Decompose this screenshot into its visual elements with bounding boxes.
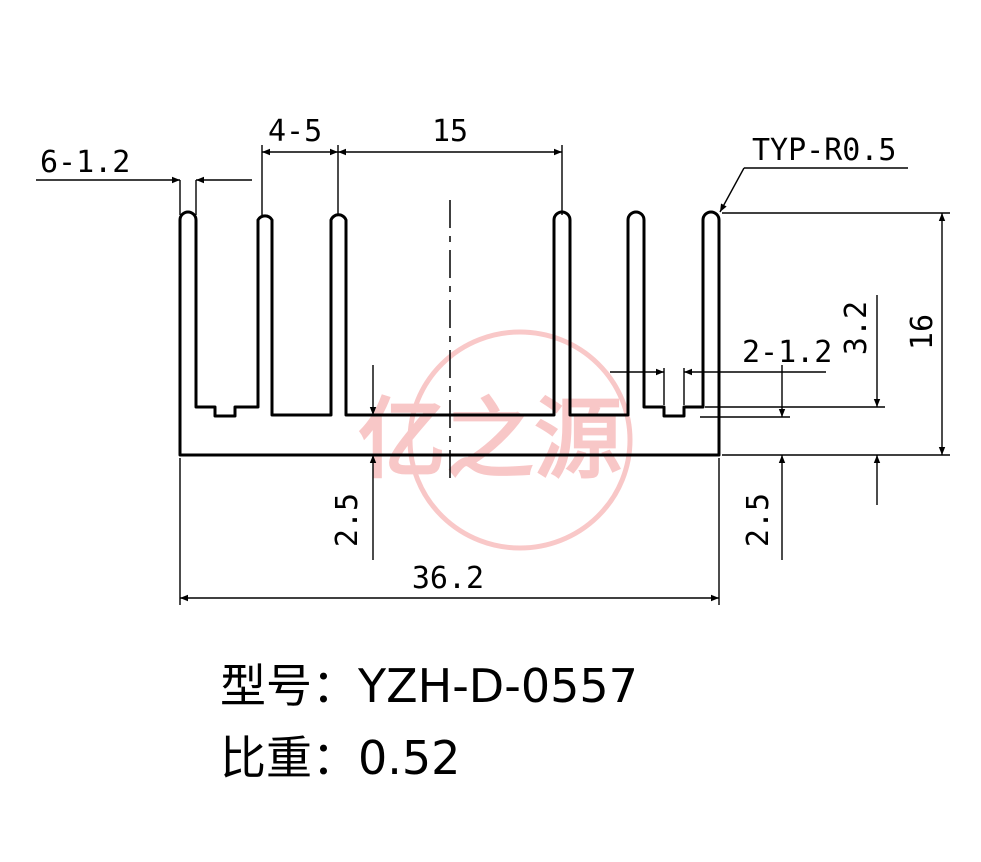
- weight-line: 比重：0.52: [220, 722, 460, 788]
- dim-corner-radius: TYP-R0.5: [752, 133, 897, 168]
- dim-fin-count-thickness: 6-1.2: [40, 145, 130, 180]
- model-value: YZH-D-0557: [358, 659, 638, 713]
- model-line: 型号：YZH-D-0557: [220, 650, 638, 716]
- dim-base-thickness-left: 2.5: [330, 493, 365, 547]
- weight-label: 比重：: [220, 731, 358, 785]
- dim-total-width: 36.2: [412, 561, 484, 596]
- dim-center-gap: 15: [432, 114, 468, 149]
- dim-fin-gap: 4-5: [268, 114, 322, 149]
- heatsink-profile: [178, 210, 721, 457]
- dimension-lines: [36, 145, 950, 605]
- dim-total-height: 16: [905, 314, 940, 350]
- dim-base-thickness-right: 2.5: [741, 493, 776, 547]
- weight-value: 0.52: [358, 731, 461, 785]
- watermark-text: 亿之源: [358, 388, 622, 491]
- watermark-logo: 亿之源: [358, 329, 633, 551]
- dim-groove-height: 3.2: [839, 301, 874, 355]
- dim-groove-count-width: 2-1.2: [742, 335, 832, 370]
- model-label: 型号：: [220, 659, 358, 713]
